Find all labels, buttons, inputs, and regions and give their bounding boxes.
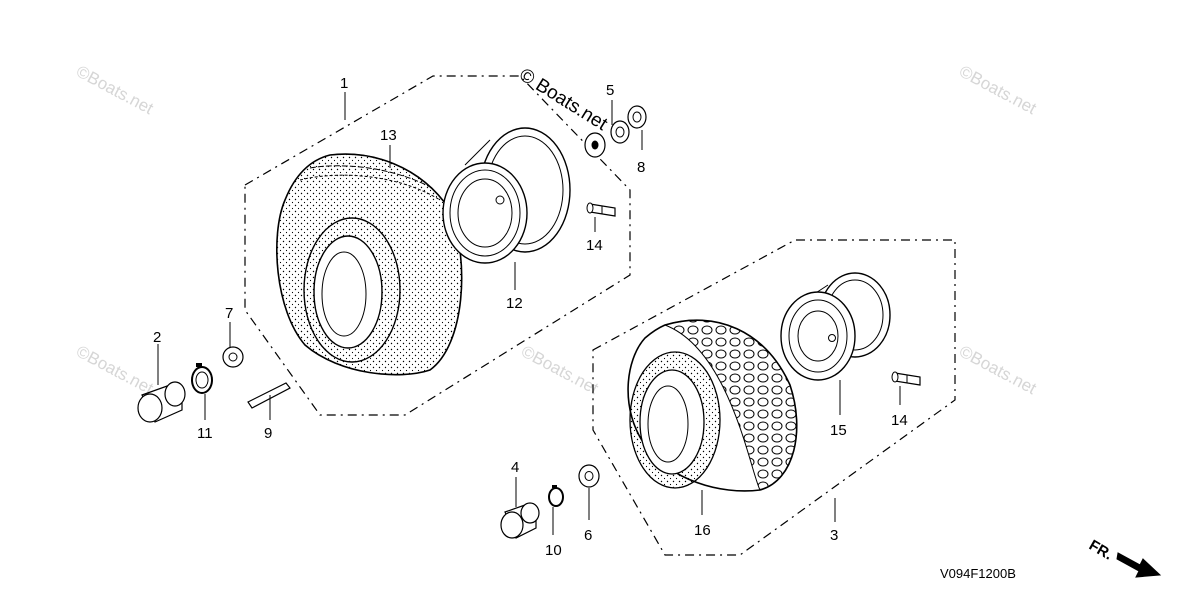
callout-12: 12 [506,295,523,312]
callouts: 1 13 5 8 14 12 2 7 11 9 4 10 6 16 3 15 1… [153,75,908,559]
callout-1: 1 [340,75,348,92]
callout-3: 3 [830,527,838,544]
washer-8 [627,105,647,129]
callout-2: 2 [153,329,161,346]
front-rim-15 [780,272,891,381]
assembly-3-outline [592,239,956,556]
callout-5: 5 [606,82,614,99]
circlip-11 [191,363,213,394]
callout-15: 15 [830,422,847,439]
watermark: ©Boats.net [518,342,602,399]
circlip-10 [548,485,564,507]
watermark-dark: © Boats.net [515,64,611,135]
watermark: ©Boats.net [73,342,157,399]
front-label: FR. [1086,537,1115,564]
valve-stem-14a [586,202,616,217]
callout-6: 6 [584,527,592,544]
callout-8: 8 [637,159,645,176]
callout-14b: 14 [891,412,908,429]
watermark: ©Boats.net [956,62,1040,119]
callout-13: 13 [380,127,397,144]
rear-tire-13 [276,153,463,376]
washer-6 [578,464,600,488]
callout-10: 10 [545,542,562,559]
callout-16: 16 [694,522,711,539]
callout-4: 4 [511,459,519,476]
washer-7 [222,346,244,368]
callout-7: 7 [225,305,233,322]
assembly-1-outline [244,75,631,416]
valve-stem-14b [891,371,921,386]
washer-5 [584,132,606,158]
watermark: ©Boats.net [956,342,1040,399]
washer-5b [610,120,630,144]
cap-4 [500,502,540,539]
cap-2 [137,381,186,423]
diagram-code: V094F1200B [940,566,1016,581]
watermark: ©Boats.net [73,62,157,119]
callout-14a: 14 [586,237,603,254]
callout-9: 9 [264,425,272,442]
leader-lines [157,92,901,535]
front-direction-arrow: FR. [1086,537,1162,578]
key-pin-9 [247,382,291,409]
front-tire-16 [627,319,798,492]
callout-11: 11 [197,425,213,442]
rear-rim-12 [442,127,571,264]
